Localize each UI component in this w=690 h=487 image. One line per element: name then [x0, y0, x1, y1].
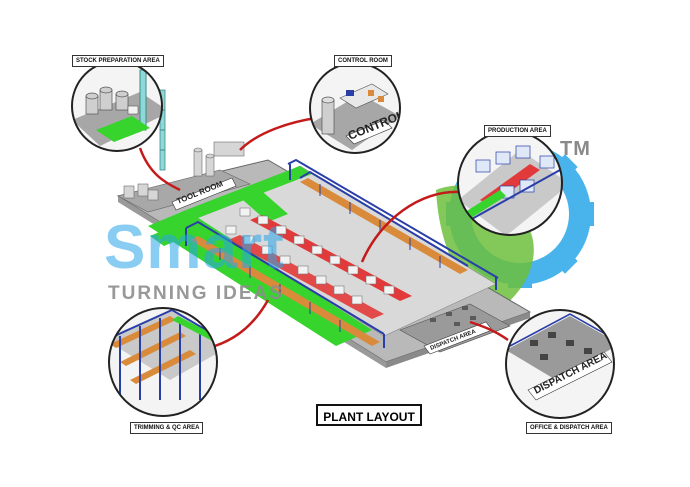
stock-preparation-zoom: [71, 60, 163, 152]
plant-layout-title: PLANT LAYOUT: [316, 404, 422, 426]
control-room-label: CONTROL ROOM: [334, 55, 392, 67]
office-dispatch-zoom: DISPATCH AREA: [505, 309, 615, 419]
trimming-qc-area-label: TRIMMING & QC AREA: [130, 422, 204, 434]
watermark-tagline: TURNING IDEAS: [108, 283, 284, 304]
callout-connectors: [138, 116, 509, 350]
control-room-zoom: CONTROL ROOM: [309, 62, 401, 154]
stock-preparation-area-label: STOCK PREPARATION AREA: [72, 55, 164, 67]
trademark-symbol: TM: [560, 138, 591, 160]
watermark-brand: Smart: [104, 213, 285, 282]
office-dispatch-area-label: OFFICE & DISPATCH AREA: [526, 422, 612, 434]
plant-building: TOOL ROOM DISPATCH AREA: [116, 89, 532, 368]
production-area-label: PRODUCTION AREA: [484, 125, 551, 137]
trimming-qc-zoom: [108, 307, 218, 417]
production-zoom: [457, 130, 563, 236]
